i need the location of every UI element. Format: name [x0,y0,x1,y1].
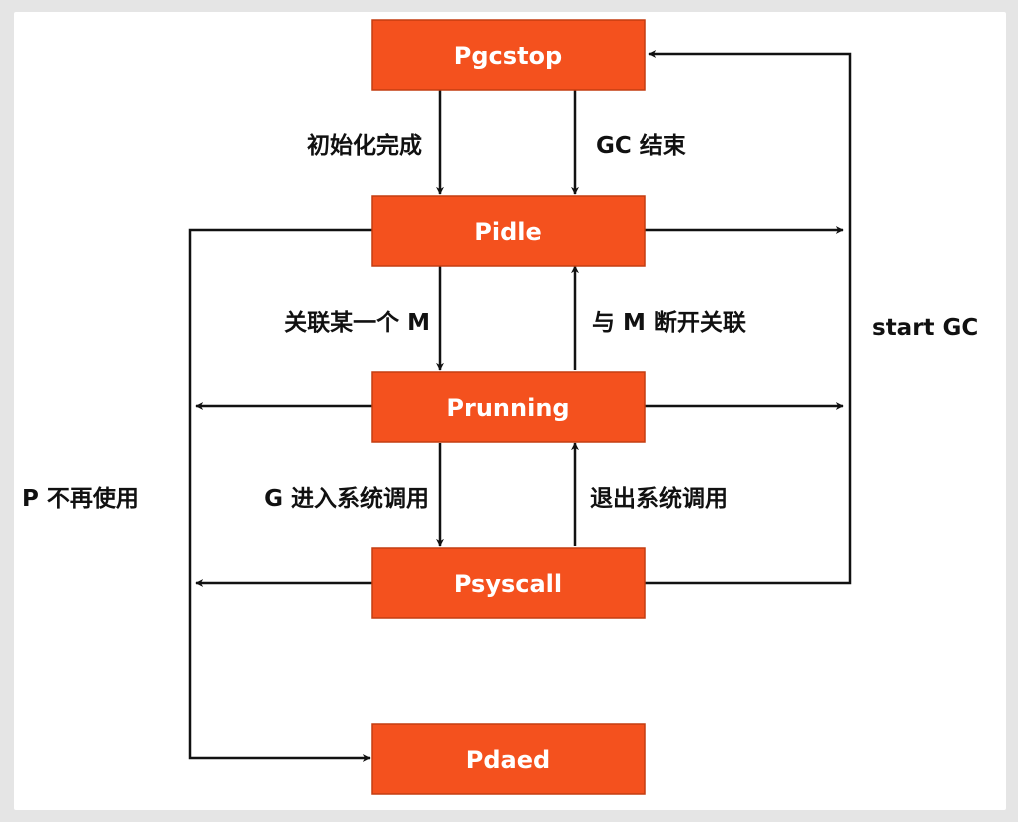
state-pidle-label: Pidle [474,218,542,246]
state-prunning-box [371,371,646,443]
label-bind-m: 关联某一个 M [284,309,430,336]
state-prunning: Prunning [371,371,646,443]
state-pgcstop-label: Pgcstop [454,42,562,70]
state-pidle-box [371,195,646,267]
state-pidle: Pidle [371,195,646,267]
state-psyscall-label: Psyscall [454,570,562,598]
state-pdaed-box [371,723,646,795]
label-enter-syscall: G 进入系统调用 [264,485,429,512]
state-pdaed: Pdaed [371,723,646,795]
transition-labels: 初始化完成 GC 结束 关联某一个 M 与 M 断开关联 G 进入系统调用 退出… [22,132,978,512]
state-psyscall-box [371,547,646,619]
label-unbind-m: 与 M 断开关联 [592,309,746,336]
edge-psyscall-to-pgcstop [645,50,852,585]
label-start-gc: start GC [872,315,978,341]
state-pgcstop-box [371,19,646,91]
label-init-done: 初始化完成 [307,132,422,159]
state-pgcstop: Pgcstop [371,19,646,91]
state-pdaed-label: Pdaed [466,746,550,774]
label-exit-syscall: 退出系统调用 [590,485,728,512]
state-psyscall: Psyscall [371,547,646,619]
label-gc-end: GC 结束 [596,133,687,159]
edges [188,50,852,762]
label-p-unused: P 不再使用 [22,486,139,512]
state-prunning-label: Prunning [446,394,569,422]
edge-pidle-to-pdaed [188,228,372,762]
